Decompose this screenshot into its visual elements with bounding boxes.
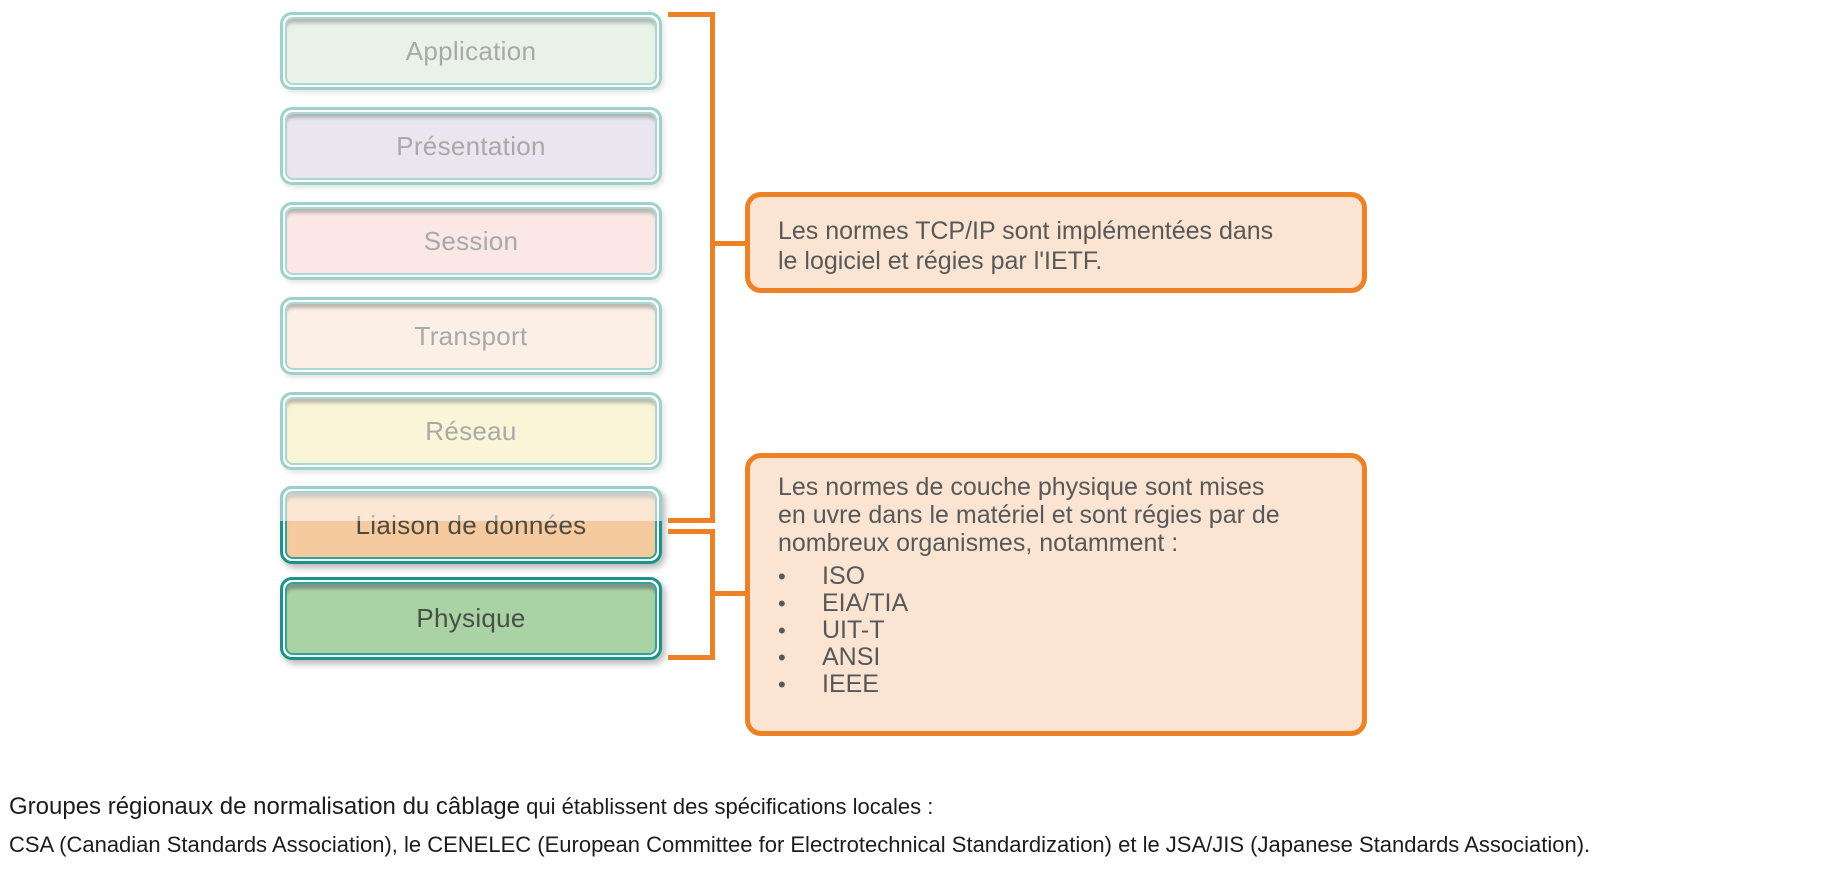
layer-box-physique-fill: Physique xyxy=(285,582,657,655)
layer-label-presentation: Présentation xyxy=(396,130,546,161)
bracket-lower-vertical-line xyxy=(710,529,715,660)
footer-line-1: Groupes régionaux de normalisation du câ… xyxy=(9,793,1829,821)
layer-box-application-fill: Application xyxy=(285,17,657,85)
callout-tcpip-text-line: le logiciel et régies par l'IETF. xyxy=(778,247,1103,275)
callout-physical-text-line: en uvre dans le matériel et sont régies … xyxy=(778,501,1280,529)
callout-physical-standards: Les normes de couche physique sont mises… xyxy=(745,453,1367,736)
layer-box-transport: Transport xyxy=(280,297,662,375)
layer-box-application: Application xyxy=(280,12,662,90)
bracket-lower-bottom-line xyxy=(668,655,715,660)
layer-box-reseau-fill: Réseau xyxy=(285,397,657,465)
layer-box-reseau: Réseau xyxy=(280,392,662,470)
bullet-icon: • xyxy=(778,564,786,589)
layer-label-application: Application xyxy=(405,35,537,66)
bullet-label: ISO xyxy=(822,562,866,590)
list-item: • ISO xyxy=(778,563,1344,590)
layer-label-reseau: Réseau xyxy=(425,415,517,446)
list-item: • IEEE xyxy=(778,671,1344,698)
bracket-upper-bottom-line xyxy=(668,518,715,523)
layer-box-liaison-de-donnees: Liaison de données xyxy=(280,486,662,564)
layer-box-transport-fill: Transport xyxy=(285,302,657,370)
footer-line-1-segment-a: Groupes régionaux de normalisation du câ… xyxy=(9,793,520,820)
bracket-lower-connector-line xyxy=(715,591,745,596)
bracket-upper-vertical-line xyxy=(710,12,715,523)
list-item: • ANSI xyxy=(778,644,1344,671)
layer-box-liaison-fill: Liaison de données xyxy=(285,491,657,559)
callout-tcpip-text-line: Les normes TCP/IP sont implémentées dans xyxy=(778,217,1274,245)
bullet-icon: • xyxy=(778,618,786,643)
bracket-upper-connector-line xyxy=(715,241,745,246)
layer-label-transport: Transport xyxy=(414,320,528,351)
layer-box-presentation-fill: Présentation xyxy=(285,112,657,180)
bullet-icon: • xyxy=(778,591,786,616)
list-item: • UIT-T xyxy=(778,617,1344,644)
callout-physical-text-line: Les normes de couche physique sont mises xyxy=(778,473,1265,501)
layer-label-session: Session xyxy=(423,225,519,256)
bullet-label: UIT-T xyxy=(822,616,885,644)
layer-box-physique: Physique xyxy=(280,577,662,660)
bullet-label: EIA/TIA xyxy=(822,589,909,617)
bullet-icon: • xyxy=(778,645,786,670)
layer-label-physique: Physique xyxy=(416,603,526,633)
bullet-label: ANSI xyxy=(822,643,881,671)
bracket-upper-top-line xyxy=(668,12,715,17)
footer-line-2: CSA (Canadian Standards Association), le… xyxy=(9,832,1591,857)
standards-bullet-list: • ISO • EIA/TIA • UIT-T • ANSI • IEEE xyxy=(778,563,1344,698)
bullet-label: IEEE xyxy=(822,670,879,698)
list-item: • EIA/TIA xyxy=(778,590,1344,617)
callout-physical-text-line: nombreux organismes, notamment : xyxy=(778,529,1179,557)
layer-label-liaison: Liaison de données xyxy=(355,509,587,540)
bullet-icon: • xyxy=(778,672,786,697)
callout-tcpip-standards: Les normes TCP/IP sont implémentées dans… xyxy=(745,192,1367,293)
bracket-lower-top-line xyxy=(668,529,715,534)
layer-box-session: Session xyxy=(280,202,662,280)
layer-box-session-fill: Session xyxy=(285,207,657,275)
layer-box-presentation: Présentation xyxy=(280,107,662,185)
footer-note: Groupes régionaux de normalisation du câ… xyxy=(9,793,1829,858)
footer-line-1-segment-b: qui établissent des spécifications local… xyxy=(520,794,934,819)
